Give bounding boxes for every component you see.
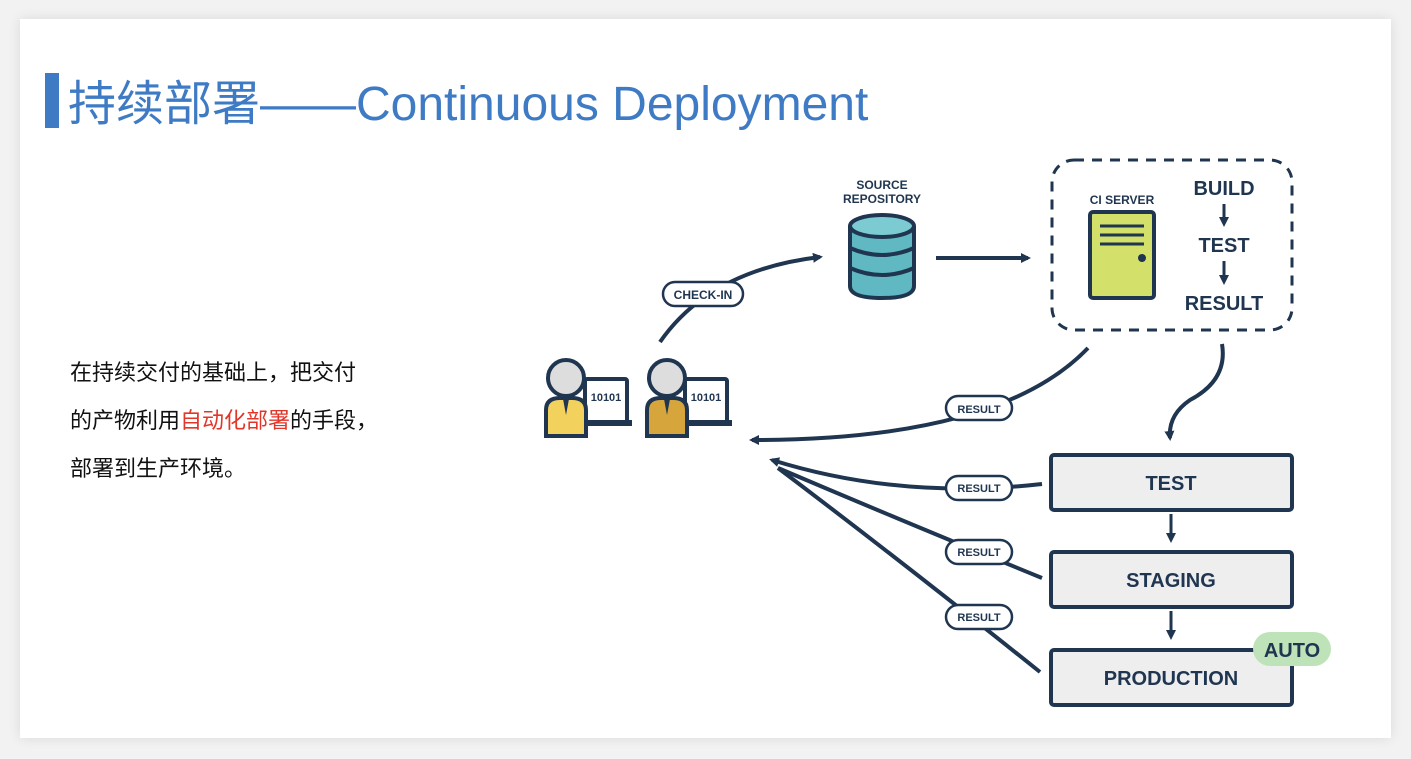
production-result-arrow [776,466,1042,674]
stage-staging-box [1049,550,1294,609]
stage-test-label: TEST [1145,473,1196,495]
ci-result-arrow [749,346,1090,445]
developer-1-icon: 10101 [544,358,632,438]
auto-badge [1253,632,1331,666]
page-title: 持续部署——Continuous Deployment [68,78,869,131]
stage-production-box [1049,648,1294,707]
database-icon [848,213,916,301]
test-result-pill-label: RESULT [957,483,1000,495]
server-icon [1088,210,1156,300]
source-repo-label-1: SOURCE [856,178,907,192]
test-result-pill [944,474,1014,502]
description-line-3: 部署到生产环境。 [70,457,247,482]
stage-test-box [1049,453,1294,512]
ci-test-label: TEST [1198,235,1249,257]
description-line-2: 的产物利用自动化部署的手段， [70,398,470,446]
ci-result-pill-label: RESULT [957,404,1000,416]
stage-production-label: PRODUCTION [1104,668,1238,690]
laptop-code-text-1: 10101 [591,392,622,404]
production-result-pill [944,603,1014,631]
laptop-code-text-2: 10101 [691,392,722,404]
staging-result-pill-label: RESULT [957,547,1000,559]
description-line-2-prefix: 的产物利用 [70,409,181,434]
staging-result-pill [944,538,1014,566]
description-line-1: 在持续交付的基础上，把交付 [70,361,357,386]
ci-result-label: RESULT [1185,293,1264,315]
description-highlight: 自动化部署 [180,409,291,434]
description-text: 在持续交付的基础上，把交付 的产物利用自动化部署的手段， 部署到生产环境。 [70,350,470,494]
description-line-2-suffix: 的手段， [290,409,379,434]
check-in-label: CHECK-IN [674,288,733,302]
auto-badge-label: AUTO [1264,640,1320,662]
title-accent-bar [45,73,59,128]
stage-staging-label: STAGING [1126,570,1216,592]
ci-result-pill [944,394,1014,422]
source-repo-label-2: REPOSITORY [843,192,921,206]
production-result-pill-label: RESULT [957,612,1000,624]
ci-build-label: BUILD [1193,178,1254,200]
developer-2-icon: 10101 [645,358,732,438]
ci-to-test-arrow [1164,343,1225,441]
ci-server-label: CI SERVER [1090,193,1155,207]
check-in-pill [661,280,745,308]
